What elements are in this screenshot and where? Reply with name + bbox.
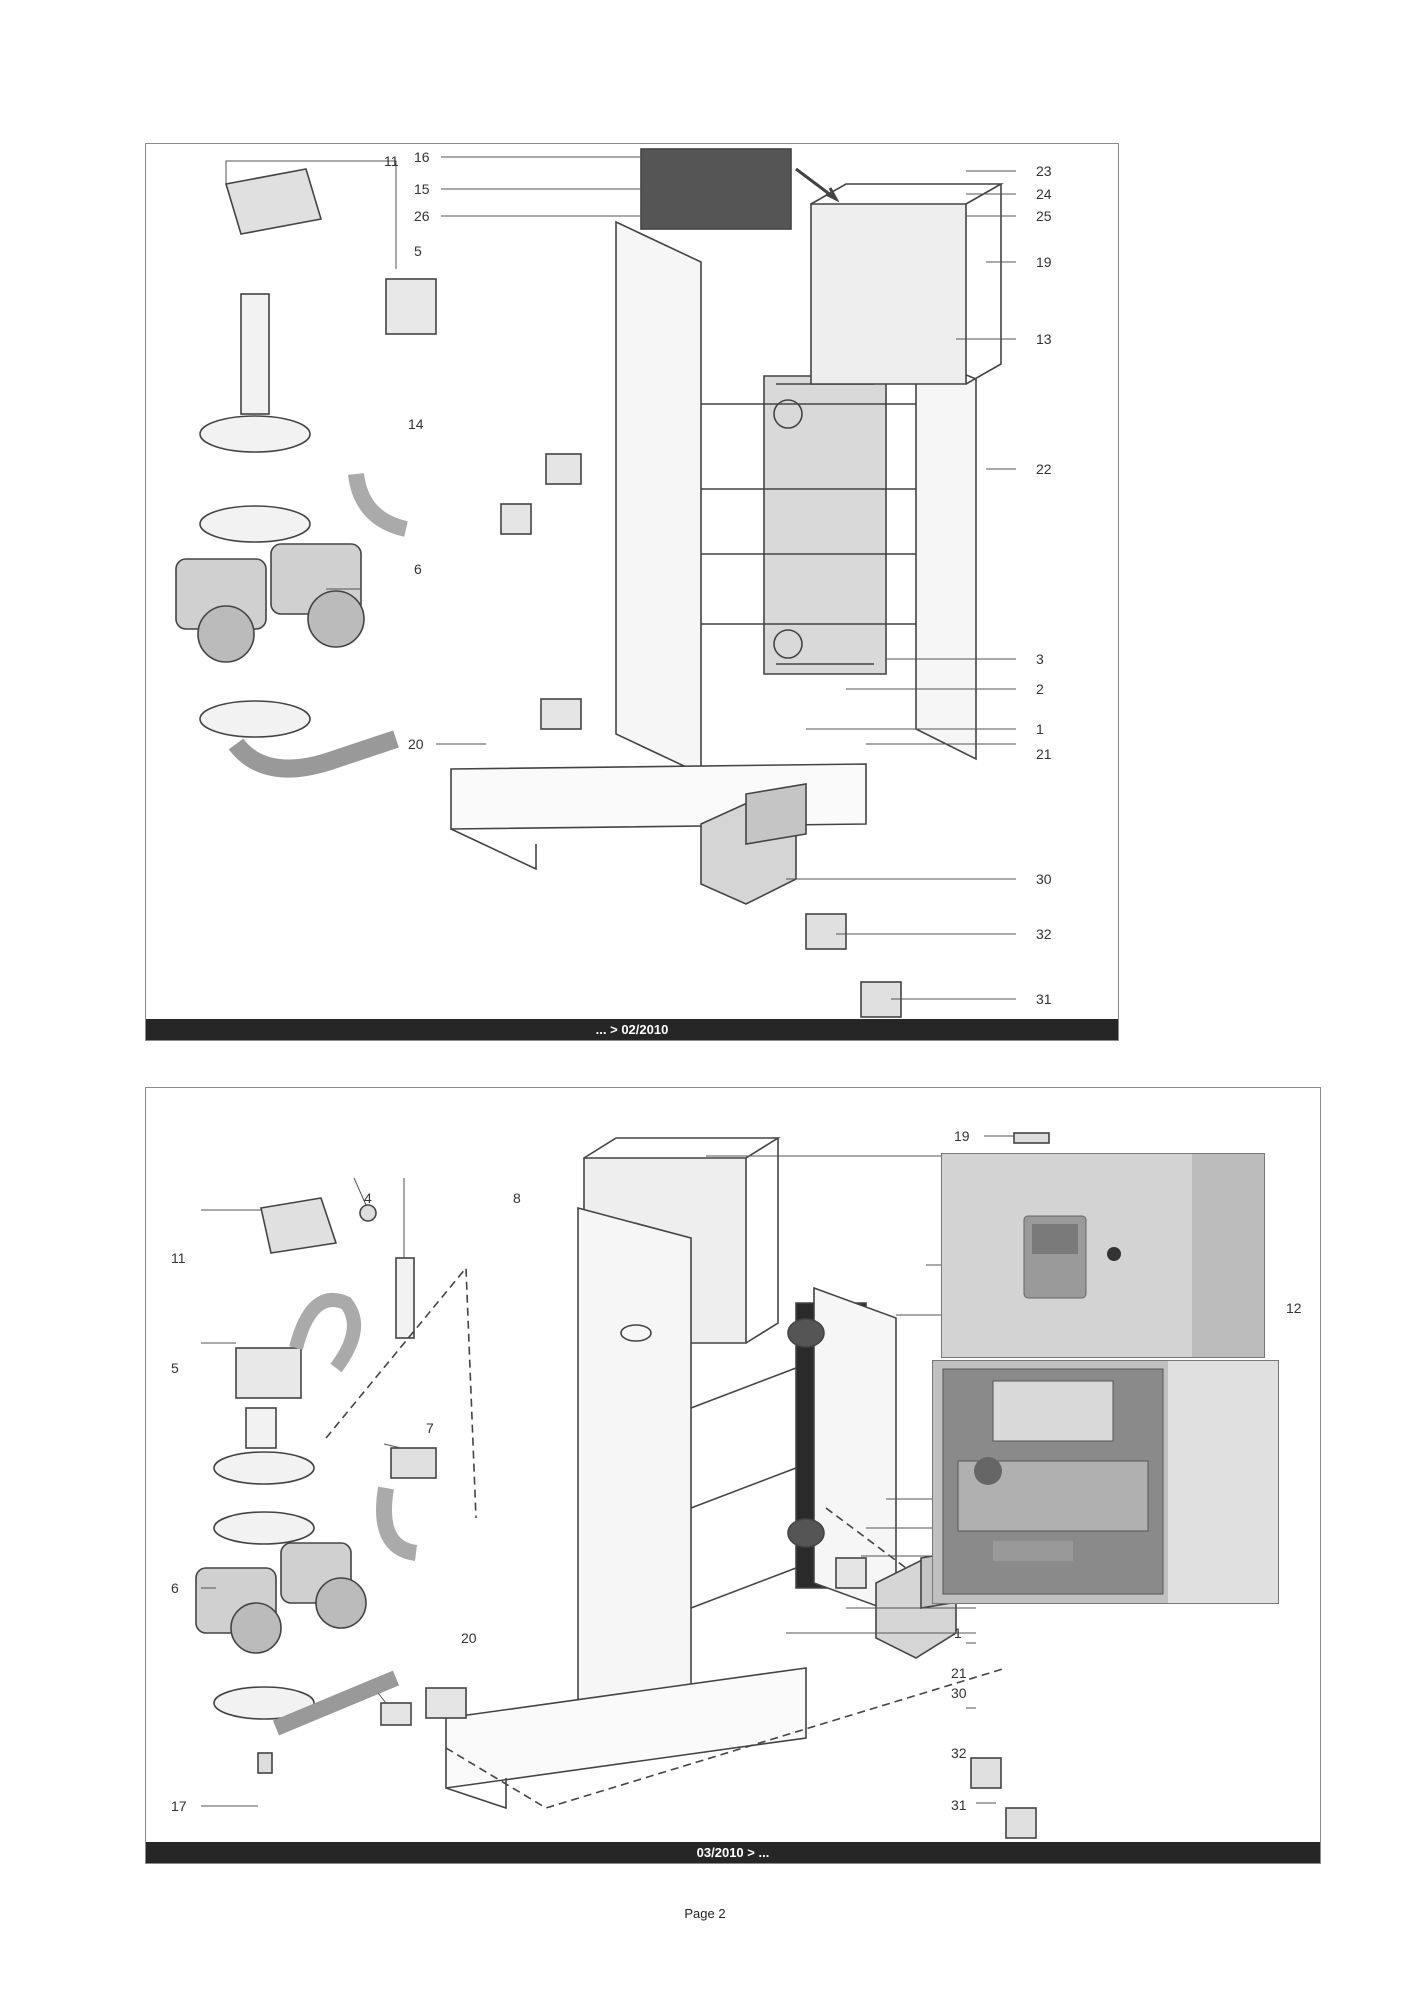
diagram-validity-label: 03/2010 > ... bbox=[146, 1842, 1320, 1863]
callout-6: 6 bbox=[171, 1580, 179, 1596]
callout-32: 32 bbox=[1036, 926, 1052, 942]
callout-30: 30 bbox=[951, 1685, 967, 1701]
callout-7: 7 bbox=[426, 1420, 434, 1436]
callout-13: 13 bbox=[1036, 331, 1052, 347]
callout-21: 21 bbox=[951, 1665, 967, 1681]
callout-6: 6 bbox=[414, 561, 422, 577]
callout-20: 20 bbox=[408, 736, 424, 752]
open-control-box-photo bbox=[932, 1360, 1279, 1604]
page-number: Page 2 bbox=[684, 1906, 726, 1921]
control-panel-photo bbox=[941, 1153, 1265, 1358]
callout-30: 30 bbox=[1036, 871, 1052, 887]
callout-8: 8 bbox=[513, 1190, 521, 1206]
callout-1: 1 bbox=[1036, 721, 1044, 737]
exploded-diagram-post-2010: 19 4 8 13 11 9 22 12 5 16 15 7 26 10 3 2… bbox=[145, 1087, 1321, 1864]
callout-5: 5 bbox=[171, 1360, 179, 1376]
callout-17: 17 bbox=[171, 1798, 187, 1814]
callout-23: 23 bbox=[1036, 163, 1052, 179]
callout-26: 26 bbox=[414, 208, 430, 224]
diagram-artwork-bottom: 19 4 8 13 11 9 22 12 5 16 15 7 26 10 3 2… bbox=[171, 1128, 1302, 1839]
callout-11: 11 bbox=[384, 153, 399, 169]
heat-exchanger bbox=[763, 375, 887, 675]
callout-16: 16 bbox=[414, 149, 430, 165]
callout-22: 22 bbox=[1036, 461, 1052, 477]
callout-11: 11 bbox=[171, 1250, 186, 1266]
actuator bbox=[224, 168, 323, 235]
callout-32: 32 bbox=[951, 1745, 967, 1761]
callout-31: 31 bbox=[1036, 991, 1052, 1007]
back-plate bbox=[615, 220, 702, 776]
callout-19: 19 bbox=[1036, 254, 1052, 270]
callout-14: 14 bbox=[408, 416, 424, 432]
callout-19: 19 bbox=[954, 1128, 970, 1144]
callout-31: 31 bbox=[951, 1797, 967, 1813]
exploded-diagram-pre-2010: 11 16 15 26 23 24 25 19 13 5 14 22 6 3 2… bbox=[145, 143, 1119, 1041]
diagram-artwork-top: 11 16 15 26 23 24 25 19 13 5 14 22 6 3 2… bbox=[175, 148, 1052, 1018]
base-frame bbox=[445, 1667, 807, 1789]
callout-5: 5 bbox=[414, 243, 422, 259]
actuator bbox=[260, 1197, 338, 1254]
callout-25: 25 bbox=[1036, 208, 1052, 224]
callout-15: 15 bbox=[414, 181, 430, 197]
control-box bbox=[810, 203, 967, 385]
callout-20: 20 bbox=[461, 1630, 477, 1646]
back-plate bbox=[577, 1206, 692, 1750]
front-plate bbox=[915, 352, 977, 761]
callout-24: 24 bbox=[1036, 186, 1052, 202]
callout-2: 2 bbox=[1036, 681, 1044, 697]
callout-12: 12 bbox=[1286, 1300, 1302, 1316]
callout-4: 4 bbox=[364, 1190, 372, 1206]
callout-1: 1 bbox=[954, 1625, 962, 1641]
diagram-validity-label: ... > 02/2010 bbox=[146, 1019, 1118, 1040]
callout-21: 21 bbox=[1036, 746, 1052, 762]
callout-3: 3 bbox=[1036, 651, 1044, 667]
